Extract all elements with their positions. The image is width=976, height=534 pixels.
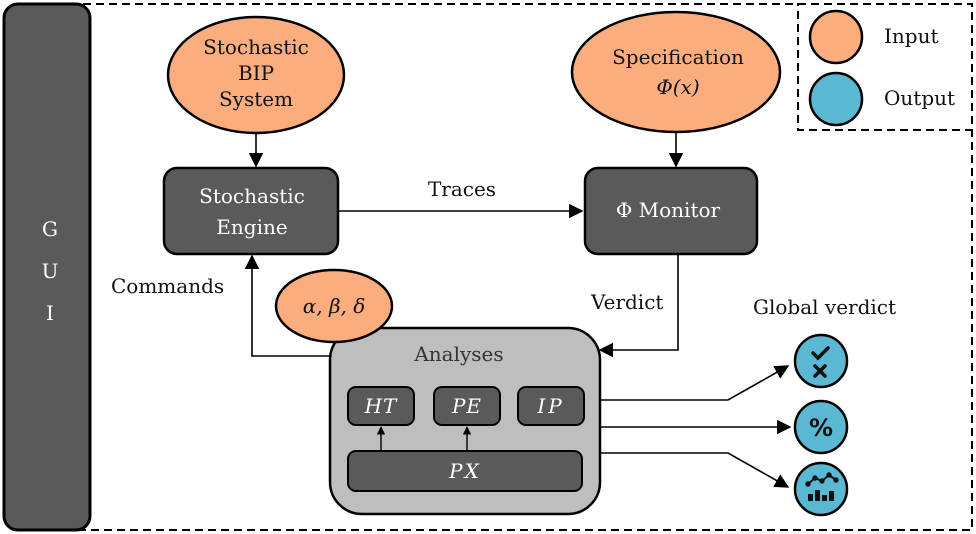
traces-label: Traces [428, 177, 496, 201]
stochastic-bip-system: Stochastic BIP System [166, 15, 346, 135]
pe-label: PE [451, 394, 482, 418]
arrow-commands [244, 254, 330, 357]
parameters: α, β, δ [274, 268, 394, 344]
legend-output-swatch [808, 71, 864, 127]
global-verdict-label: Global verdict [753, 295, 896, 319]
verdict-label: Verdict [590, 290, 663, 314]
arrow-output-chart [600, 452, 790, 488]
px-label: PX [448, 459, 481, 483]
specification: Specification Φ(x) [570, 10, 782, 134]
engine-label-line2: Engine [216, 215, 287, 239]
stochastic-engine: Stochastic Engine [162, 166, 340, 256]
output-verdict [793, 333, 849, 389]
system-label-line3: System [219, 87, 293, 111]
gui-letter-u: U [42, 259, 59, 283]
commands-label: Commands [111, 274, 224, 298]
legend-input-swatch [808, 9, 864, 65]
legend: Input Output [797, 3, 973, 131]
gui-bar: G U I [2, 2, 92, 532]
gui-letter-g: G [42, 217, 58, 241]
arrow-output-verdict [600, 365, 790, 401]
spec-label-line1: Specification [612, 45, 744, 69]
analyses-label: Analyses [413, 342, 503, 366]
output-percent: % [793, 399, 849, 455]
legend-output-label: Output [884, 86, 955, 110]
check-cross-icon [811, 346, 830, 378]
engine-label-line1: Stochastic [199, 184, 305, 208]
monitor-label: Φ Monitor [616, 198, 721, 222]
system-label-line2: BIP [238, 61, 274, 85]
arrow-verdict [598, 254, 679, 358]
px-box [347, 450, 583, 492]
phi-monitor: Φ Monitor [583, 166, 759, 256]
analyses-panel: Analyses HT PE IP PX [328, 326, 602, 516]
ip-label: IP [536, 394, 564, 418]
ip-box [517, 386, 585, 426]
system-label-line1: Stochastic [203, 35, 309, 59]
gui-letter-i: I [46, 301, 54, 325]
percent-icon: % [809, 414, 833, 442]
chart-icon [805, 472, 839, 501]
output-chart [793, 461, 849, 517]
params-label: α, β, δ [303, 294, 366, 318]
ht-label: HT [364, 394, 398, 418]
legend-input-label: Input [884, 24, 939, 48]
pe-box [433, 386, 501, 426]
ht-box [347, 386, 415, 426]
spec-label-line2: Φ(x) [656, 75, 699, 99]
